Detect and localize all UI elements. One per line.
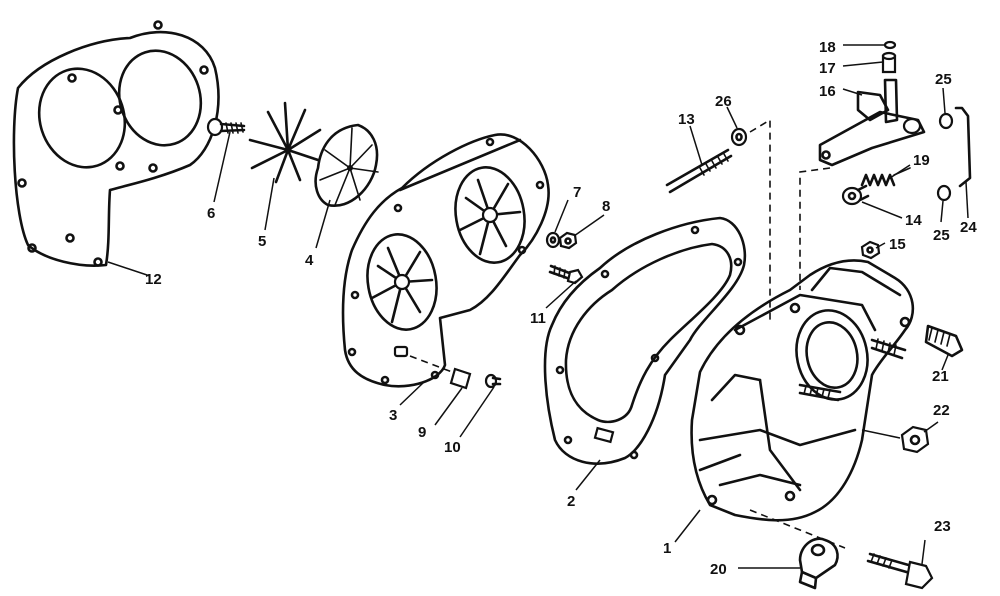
callout-11: 11	[530, 310, 546, 327]
part-14-pin	[841, 184, 870, 206]
callout-21: 21	[932, 368, 949, 385]
part-7-washer	[545, 231, 561, 249]
callout-19: 19	[913, 152, 930, 169]
callout-18: 18	[819, 39, 836, 56]
part-5-reed-petals	[248, 101, 322, 184]
part-25-socket-upper	[938, 112, 954, 130]
callout-23: 23	[934, 518, 951, 535]
part-8-nut	[558, 231, 578, 250]
callout-22: 22	[933, 402, 950, 419]
callout-17: 17	[819, 60, 836, 77]
part-21-screw	[924, 324, 964, 358]
part-25-socket-lower	[936, 184, 952, 202]
callout-12: 12	[145, 271, 162, 288]
part-12-gasket	[12, 20, 220, 267]
callout-4: 4	[305, 252, 314, 269]
callout-24: 24	[960, 219, 977, 236]
callout-10: 10	[444, 439, 461, 456]
part-6-screw	[206, 117, 246, 137]
part-4-reed-stop	[314, 123, 379, 207]
part-22-nut	[861, 425, 930, 454]
part-10-screw	[484, 373, 502, 389]
alignment-line-a	[749, 118, 771, 320]
part-1-housing	[690, 259, 915, 522]
leader-lines	[107, 44, 969, 569]
part-24-link-rod	[954, 106, 972, 188]
callout-26: 26	[715, 93, 732, 110]
callout-9: 9	[418, 424, 426, 441]
callout-labels: 1 2 3 4 5 6 7 8 9 10 11 12 13 14 15 16 1…	[145, 39, 977, 578]
callout-6: 6	[207, 205, 215, 222]
callout-1: 1	[663, 540, 671, 557]
alignment-line-b	[799, 167, 831, 290]
part-11-screw	[548, 264, 584, 285]
callout-8: 8	[602, 198, 610, 215]
callout-2: 2	[567, 493, 575, 510]
callout-7: 7	[573, 184, 581, 201]
part-15-nut	[860, 240, 881, 260]
callout-14: 14	[905, 212, 922, 229]
part-9-sleeve	[409, 355, 472, 390]
callout-25-upper: 25	[935, 71, 952, 88]
callout-3: 3	[389, 407, 397, 424]
part-13-stud	[665, 148, 733, 194]
part-17-bushing	[881, 51, 897, 74]
callout-16: 16	[819, 83, 836, 100]
part-26-washer	[730, 127, 748, 147]
part-16-lever	[818, 78, 926, 167]
part-20-clamp	[798, 537, 839, 590]
callout-15: 15	[889, 236, 906, 253]
part-18-clip	[883, 40, 897, 50]
part-3-reed-plate	[341, 133, 550, 388]
callout-13: 13	[678, 111, 695, 128]
part-23-bolt	[866, 552, 934, 590]
callout-25-lower: 25	[933, 227, 950, 244]
callout-20: 20	[710, 561, 727, 578]
part-2-gasket	[543, 216, 747, 465]
callout-5: 5	[258, 233, 266, 250]
